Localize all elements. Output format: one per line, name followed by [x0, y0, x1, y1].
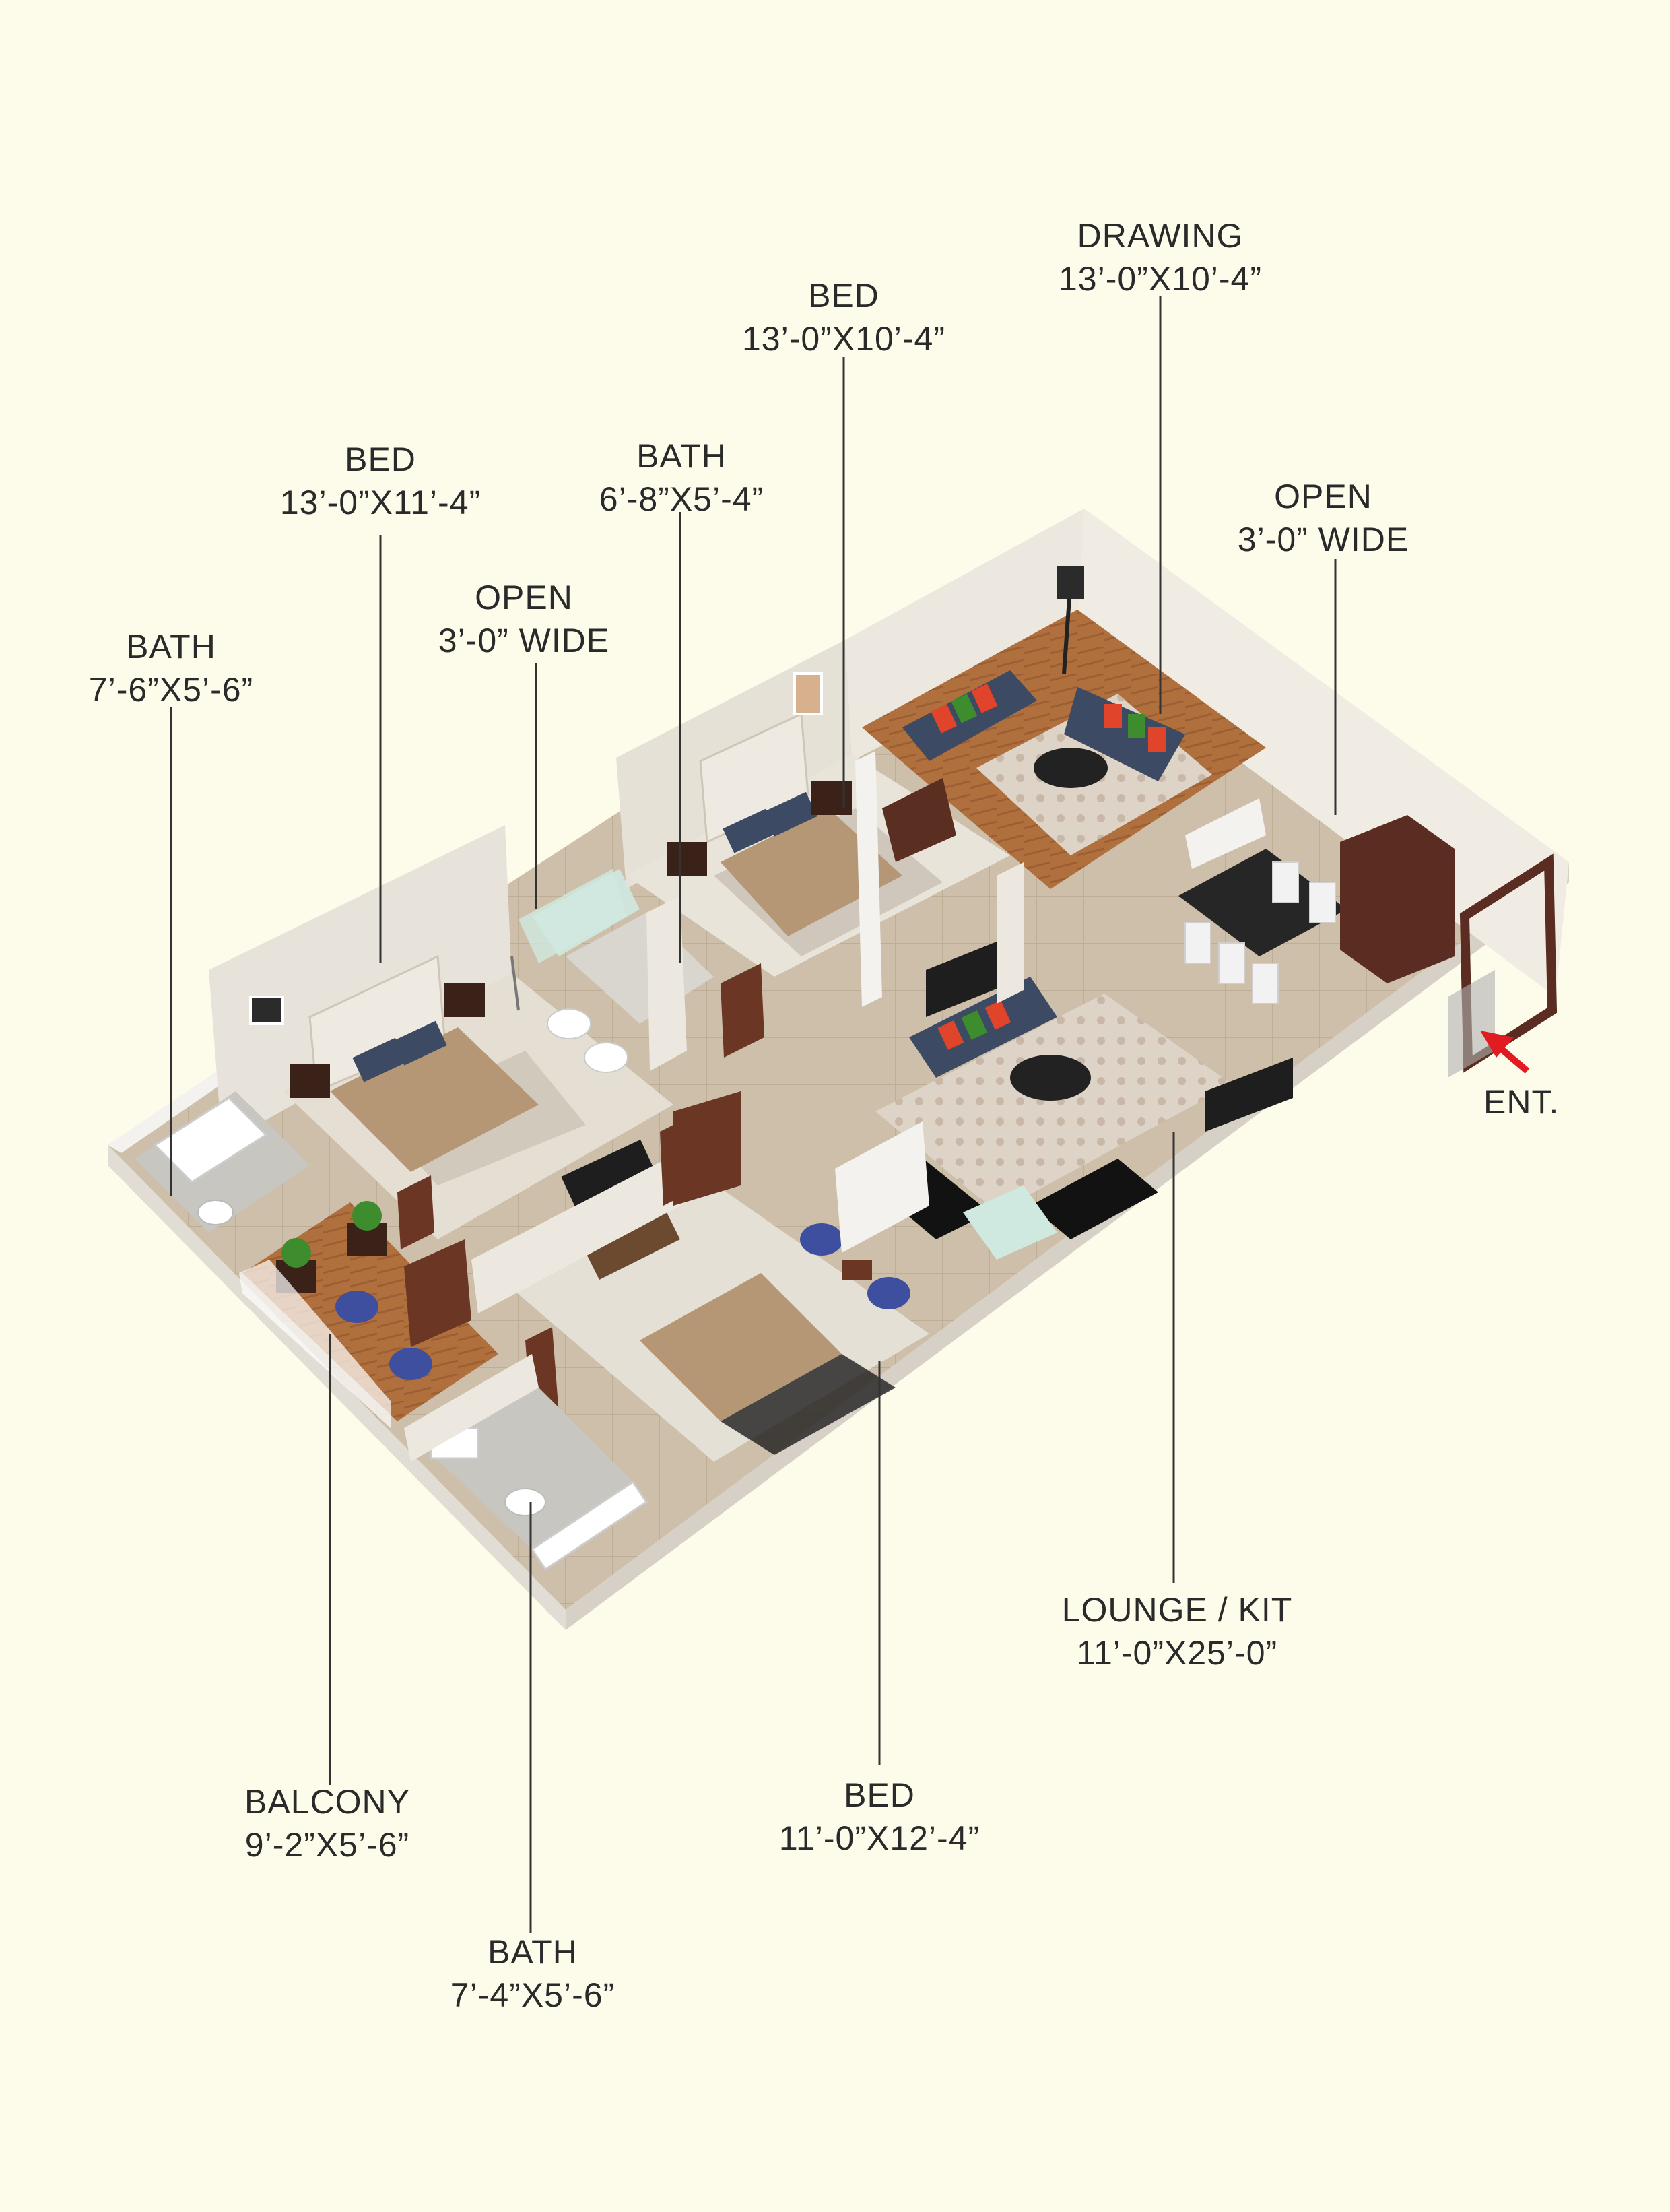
label-bath-center: BATH 6’-8”X5’-4” — [599, 434, 764, 521]
entrance-label: ENT. — [1483, 1083, 1560, 1121]
label-drawing: DRAWING 13’-0”X10’-4” — [1059, 214, 1262, 300]
bed-room-bottom — [471, 1091, 929, 1462]
label-balcony: BALCONY 9’-2”X5’-6” — [244, 1780, 410, 1866]
label-bed-top: BED 13’-0”X10’-4” — [742, 274, 945, 360]
label-open-right-size: 3’-0” WIDE — [1237, 521, 1409, 558]
label-bath-center-size: 6’-8”X5’-4” — [599, 480, 764, 518]
bath-bottom — [404, 1354, 648, 1571]
bed-room-left — [249, 869, 673, 1239]
label-bed-bottom-name: BED — [844, 1776, 915, 1814]
label-balcony-name: BALCONY — [244, 1783, 410, 1821]
label-lounge-kit-size: 11’-0”X25’-0” — [1076, 1634, 1278, 1672]
label-bed-left: BED 13’-0”X11’-4” — [280, 438, 481, 524]
label-open-left-size: 3’-0” WIDE — [438, 622, 610, 659]
label-bath-bottom-name: BATH — [488, 1933, 578, 1971]
label-bed-left-size: 13’-0”X11’-4” — [279, 484, 481, 521]
label-bath-left-name: BATH — [126, 628, 216, 665]
leader-lines — [170, 296, 1337, 1933]
lounge-kitchen — [848, 751, 1455, 1260]
label-bath-bottom: BATH 7’-4”X5’-6” — [450, 1930, 615, 2017]
drawing-room — [862, 566, 1266, 889]
label-balcony-size: 9’-2”X5’-6” — [244, 1826, 410, 1864]
label-bed-bottom: BED 11’-0”X12’-4” — [779, 1774, 980, 1860]
label-open-right-name: OPEN — [1274, 478, 1372, 515]
label-lounge-kit: LOUNGE / KIT 11’-0”X25’-0” — [1062, 1588, 1293, 1674]
label-bath-left-size: 7’-6”X5’-6” — [88, 671, 254, 709]
label-bath-bottom-size: 7’-4”X5’-6” — [450, 1976, 615, 2014]
label-bed-bottom-size: 11’-0”X12’-4” — [778, 1819, 980, 1857]
label-open-left-name: OPEN — [475, 579, 573, 616]
label-bath-left: BATH 7’-6”X5’-6” — [89, 625, 253, 711]
label-drawing-size: 13’-0”X10’-4” — [1058, 260, 1263, 298]
balcony — [239, 1201, 498, 1428]
label-bed-left-name: BED — [345, 441, 416, 478]
label-bed-top-size: 13’-0”X10’-4” — [741, 320, 946, 358]
label-lounge-kit-name: LOUNGE / KIT — [1061, 1591, 1293, 1629]
label-bed-top-name: BED — [808, 277, 879, 315]
label-open-left: OPEN 3’-0” WIDE — [438, 576, 609, 662]
entrance-arrow-icon — [1480, 1031, 1530, 1074]
bath-left — [135, 1091, 310, 1233]
label-drawing-name: DRAWING — [1077, 217, 1244, 255]
bed-room-top — [626, 672, 1010, 977]
entrance-door — [1448, 853, 1558, 1078]
interior-doors — [397, 963, 764, 1249]
label-open-right: OPEN 3’-0” WIDE — [1238, 475, 1409, 561]
label-bath-center-name: BATH — [636, 437, 727, 475]
